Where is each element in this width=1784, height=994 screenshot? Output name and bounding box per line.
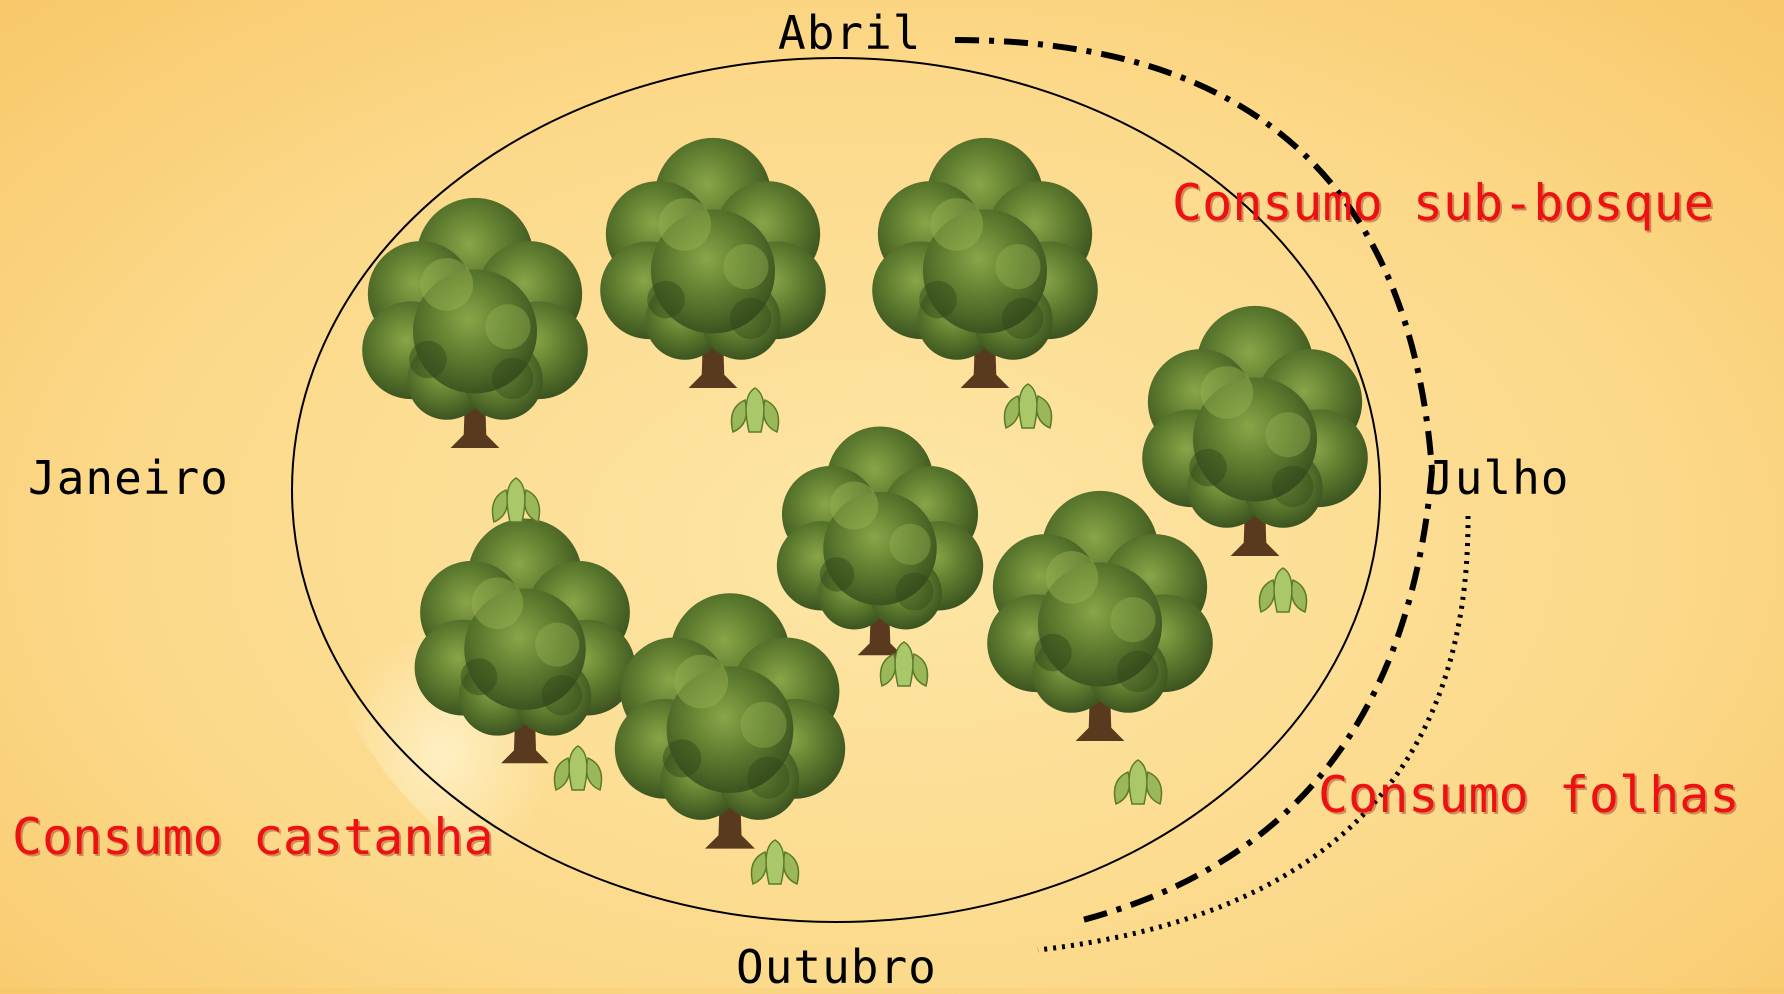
leaves-period-arc xyxy=(1037,515,1471,953)
month-label-october: Outubro xyxy=(736,940,937,994)
understory-period-arc xyxy=(954,37,1435,471)
chestnut-tree-icon xyxy=(615,593,845,848)
month-label-april: Abril xyxy=(778,6,922,60)
phase-label-chestnut: Consumo castanha xyxy=(12,808,494,866)
month-label-july: Julho xyxy=(1426,451,1570,505)
understory-plant-icon xyxy=(1113,759,1163,805)
understory-plant-icon xyxy=(553,745,603,791)
phase-label-understory: Consumo sub-bosque xyxy=(1172,174,1714,232)
understory-plant-icon xyxy=(1003,383,1053,429)
understory-plant-icon xyxy=(1258,567,1308,613)
chestnut-tree-icon xyxy=(1142,306,1368,556)
year-cycle-ellipse xyxy=(291,57,1381,923)
phase-label-leaves: Consumo folhas xyxy=(1318,766,1740,824)
understory-plant-icon xyxy=(491,477,541,523)
understory-plant-icon xyxy=(750,839,800,885)
understory-plant-icon xyxy=(730,387,780,433)
chestnut-tree-icon xyxy=(777,426,983,655)
chestnut-tree-icon xyxy=(872,138,1098,388)
month-label-january: Janeiro xyxy=(28,451,229,505)
understory-return-arc xyxy=(1074,469,1435,925)
chestnut-tree-icon xyxy=(987,491,1213,741)
chestnut-tree-icon xyxy=(600,138,826,388)
